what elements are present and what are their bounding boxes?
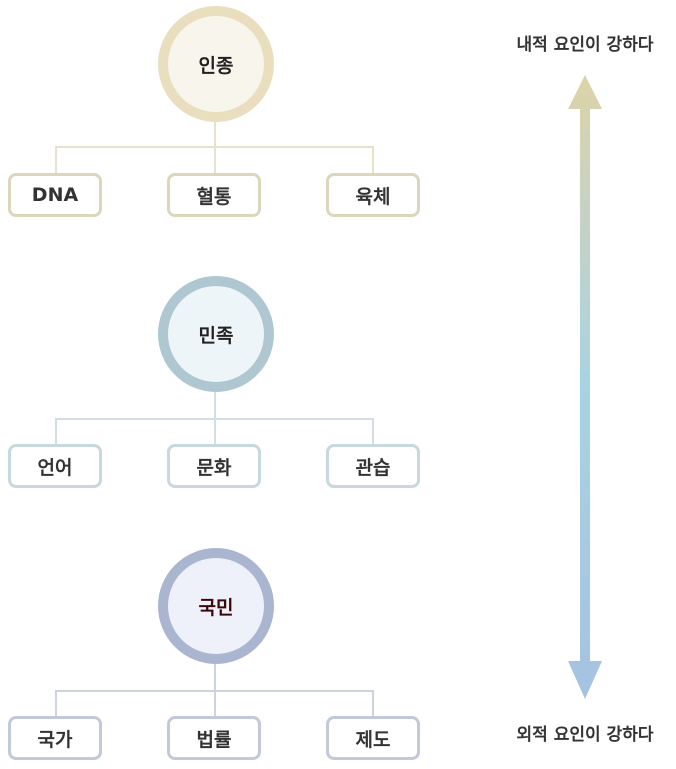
item-label: 육체 [355, 185, 391, 208]
connector-drop-2c [372, 418, 374, 444]
connector-drop-3c [372, 690, 374, 716]
item-box-1-1: DNA [8, 173, 102, 217]
axis-bottom-label: 외적 요인이 강하다 [516, 725, 654, 745]
item-label: DNA [31, 184, 79, 206]
connector-vertical-3 [214, 654, 216, 691]
item-box-2-3: 관습 [326, 444, 420, 488]
item-label: 관습 [355, 456, 391, 479]
item-box-3-2: 법률 [167, 716, 261, 760]
item-box-3-1: 국가 [8, 716, 102, 760]
connector-drop-1b [214, 146, 216, 174]
connector-drop-1c [372, 146, 374, 174]
group-node-1: 인종 [158, 6, 274, 122]
connector-drop-2b [214, 418, 216, 444]
item-box-1-2: 혈통 [167, 173, 261, 217]
group-node-label: 민족 [198, 324, 234, 347]
connector-vertical-1 [214, 108, 216, 147]
connector-drop-3b [214, 690, 216, 716]
item-label: 혈통 [196, 185, 232, 208]
connector-drop-3a [55, 690, 57, 716]
connector-drop-2a [55, 418, 57, 444]
item-box-2-2: 문화 [167, 444, 261, 488]
item-label: 언어 [37, 456, 73, 479]
item-label: 국가 [37, 728, 73, 751]
item-box-2-1: 언어 [8, 444, 102, 488]
item-label: 문화 [196, 456, 232, 479]
group-node-label: 인종 [198, 54, 234, 77]
item-label: 법률 [196, 728, 232, 751]
group-node-3: 국민 [158, 548, 274, 664]
connector-vertical-2 [214, 382, 216, 419]
item-box-3-3: 제도 [326, 716, 420, 760]
item-label: 제도 [355, 728, 391, 751]
group-node-2: 민족 [158, 276, 274, 392]
item-box-1-3: 육체 [326, 173, 420, 217]
double-arrow-icon [568, 75, 602, 699]
group-node-label: 국민 [198, 596, 234, 619]
arrow-shape [568, 75, 602, 699]
axis-top-label: 내적 요인이 강하다 [516, 35, 654, 55]
connector-drop-1a [55, 146, 57, 174]
